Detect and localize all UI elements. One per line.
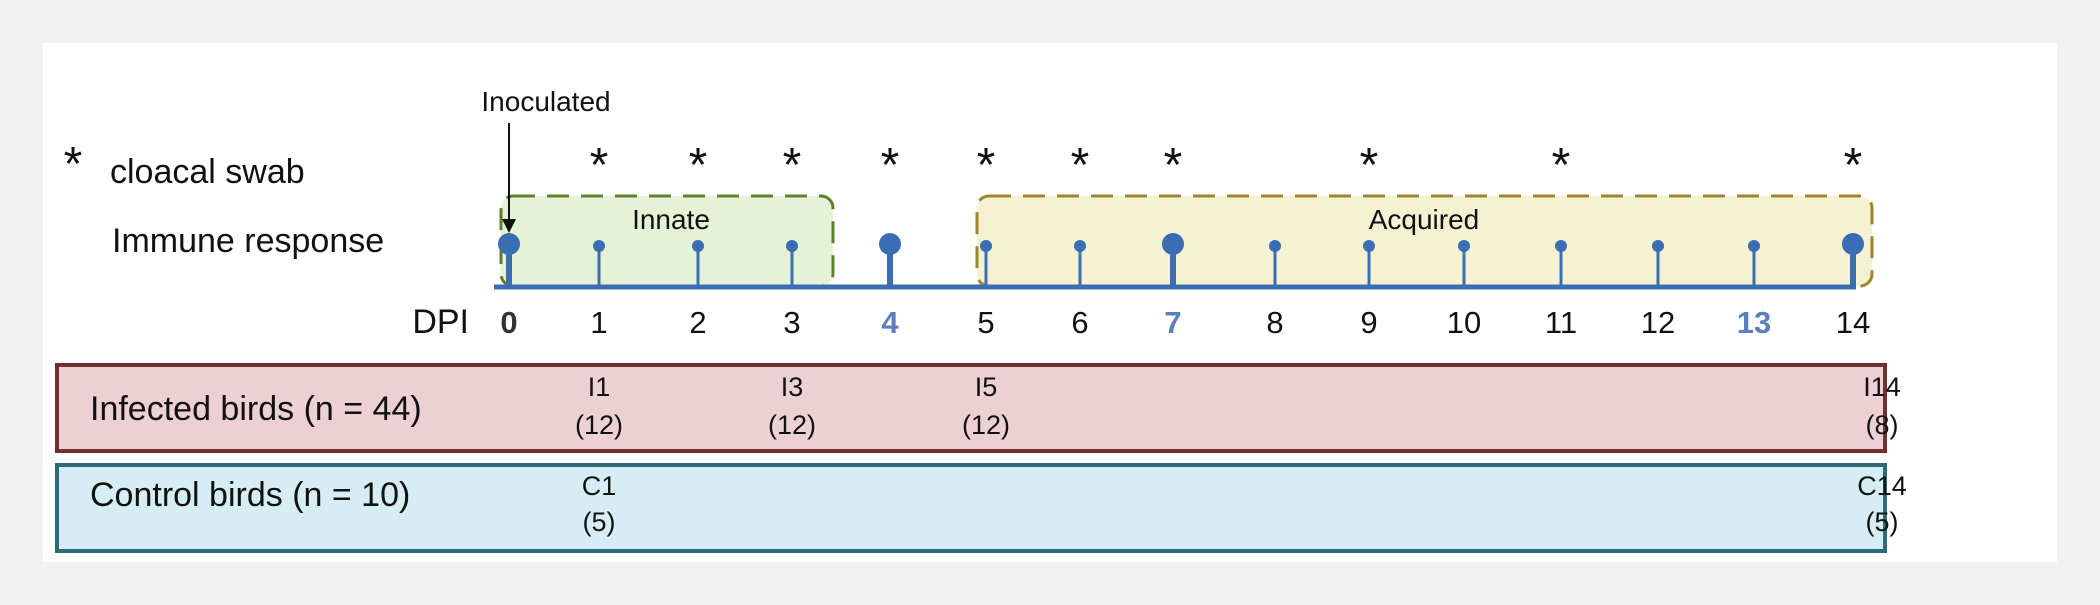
day-tick-label: 12 <box>1641 305 1675 340</box>
timeline-diagram: * cloacal swab Immune response Innate Ac… <box>55 86 1907 553</box>
swab-marker: * <box>1552 139 1571 192</box>
control-sample-count: (5) <box>583 507 616 537</box>
day-tick-label: 5 <box>977 305 994 340</box>
day-stem-head <box>1842 233 1864 255</box>
day-tick-label: 11 <box>1545 305 1577 340</box>
immune-response-label: Immune response <box>112 222 384 260</box>
swab-marker: * <box>590 139 609 192</box>
day-stem-head <box>786 240 798 252</box>
infected-sample-id: I3 <box>781 372 804 402</box>
day-stem-head <box>1652 240 1664 252</box>
infected-group-label: Infected birds (n = 44) <box>90 390 422 428</box>
infected-sample-id: I5 <box>975 372 998 402</box>
day-stem-head <box>1458 240 1470 252</box>
swab-legend-label: cloacal swab <box>110 153 305 191</box>
day-tick-label: 9 <box>1360 305 1377 340</box>
acquired-phase-label: Acquired <box>1369 204 1480 235</box>
day-stem-head <box>1269 240 1281 252</box>
control-sample-count: (5) <box>1866 507 1899 537</box>
infected-sample-count: (8) <box>1866 410 1899 440</box>
swab-legend-symbol: * <box>64 138 83 191</box>
inoculated-label: Inoculated <box>481 86 610 117</box>
dpi-axis-label: DPI <box>412 303 469 341</box>
day-stem-head <box>498 233 520 255</box>
control-sample-id: C1 <box>582 471 617 501</box>
day-tick-label: 10 <box>1447 305 1481 340</box>
control-samples: C1 (5) C14 (5) <box>582 471 1907 537</box>
control-group-label: Control birds (n = 10) <box>90 476 410 514</box>
day-stem-head <box>593 240 605 252</box>
swab-marker: * <box>783 139 802 192</box>
control-sample-id: C14 <box>1857 471 1907 501</box>
day-stem-head <box>1555 240 1567 252</box>
day-tick-label: 0 <box>500 305 517 340</box>
control-group-box <box>55 463 1887 553</box>
day-tick-label: 8 <box>1266 305 1283 340</box>
day-stem-head <box>692 240 704 252</box>
day-tick-label: 2 <box>689 305 706 340</box>
infected-sample-id: I14 <box>1863 372 1901 402</box>
day-tick-label: 13 <box>1737 305 1771 340</box>
swab-marker: * <box>689 139 708 192</box>
infected-samples: I1 (12) I3 (12) I5 (12) I14 (8) <box>575 372 1901 440</box>
day-stems <box>498 233 1864 287</box>
day-stem-head <box>1748 240 1760 252</box>
day-tick-label: 6 <box>1071 305 1088 340</box>
diagram-canvas: * cloacal swab Immune response Innate Ac… <box>43 43 2057 562</box>
day-tick-label: 3 <box>783 305 800 340</box>
infected-sample-count: (12) <box>768 410 816 440</box>
day-tick-label: 7 <box>1164 305 1181 340</box>
day-stem-head <box>879 233 901 255</box>
swab-marker: * <box>1071 139 1090 192</box>
swab-marker: * <box>881 139 900 192</box>
infected-sample-id: I1 <box>588 372 611 402</box>
day-stem-head <box>1162 233 1184 255</box>
infected-sample-count: (12) <box>575 410 623 440</box>
day-tick-label: 4 <box>881 305 899 340</box>
inoculated-arrowhead <box>502 219 516 233</box>
innate-phase-label: Innate <box>632 204 710 235</box>
swab-marker: * <box>1164 139 1183 192</box>
day-stem-head <box>980 240 992 252</box>
swab-marker: * <box>977 139 996 192</box>
swab-marker: * <box>1844 139 1863 192</box>
day-stem-head <box>1363 240 1375 252</box>
day-tick-label: 14 <box>1836 305 1870 340</box>
infected-group-box <box>55 363 1887 453</box>
day-stem-head <box>1074 240 1086 252</box>
swab-marker: * <box>1360 139 1379 192</box>
day-tick-label: 1 <box>590 305 607 340</box>
infected-sample-count: (12) <box>962 410 1010 440</box>
swab-markers: * * * * * * * * * * <box>590 139 1863 192</box>
